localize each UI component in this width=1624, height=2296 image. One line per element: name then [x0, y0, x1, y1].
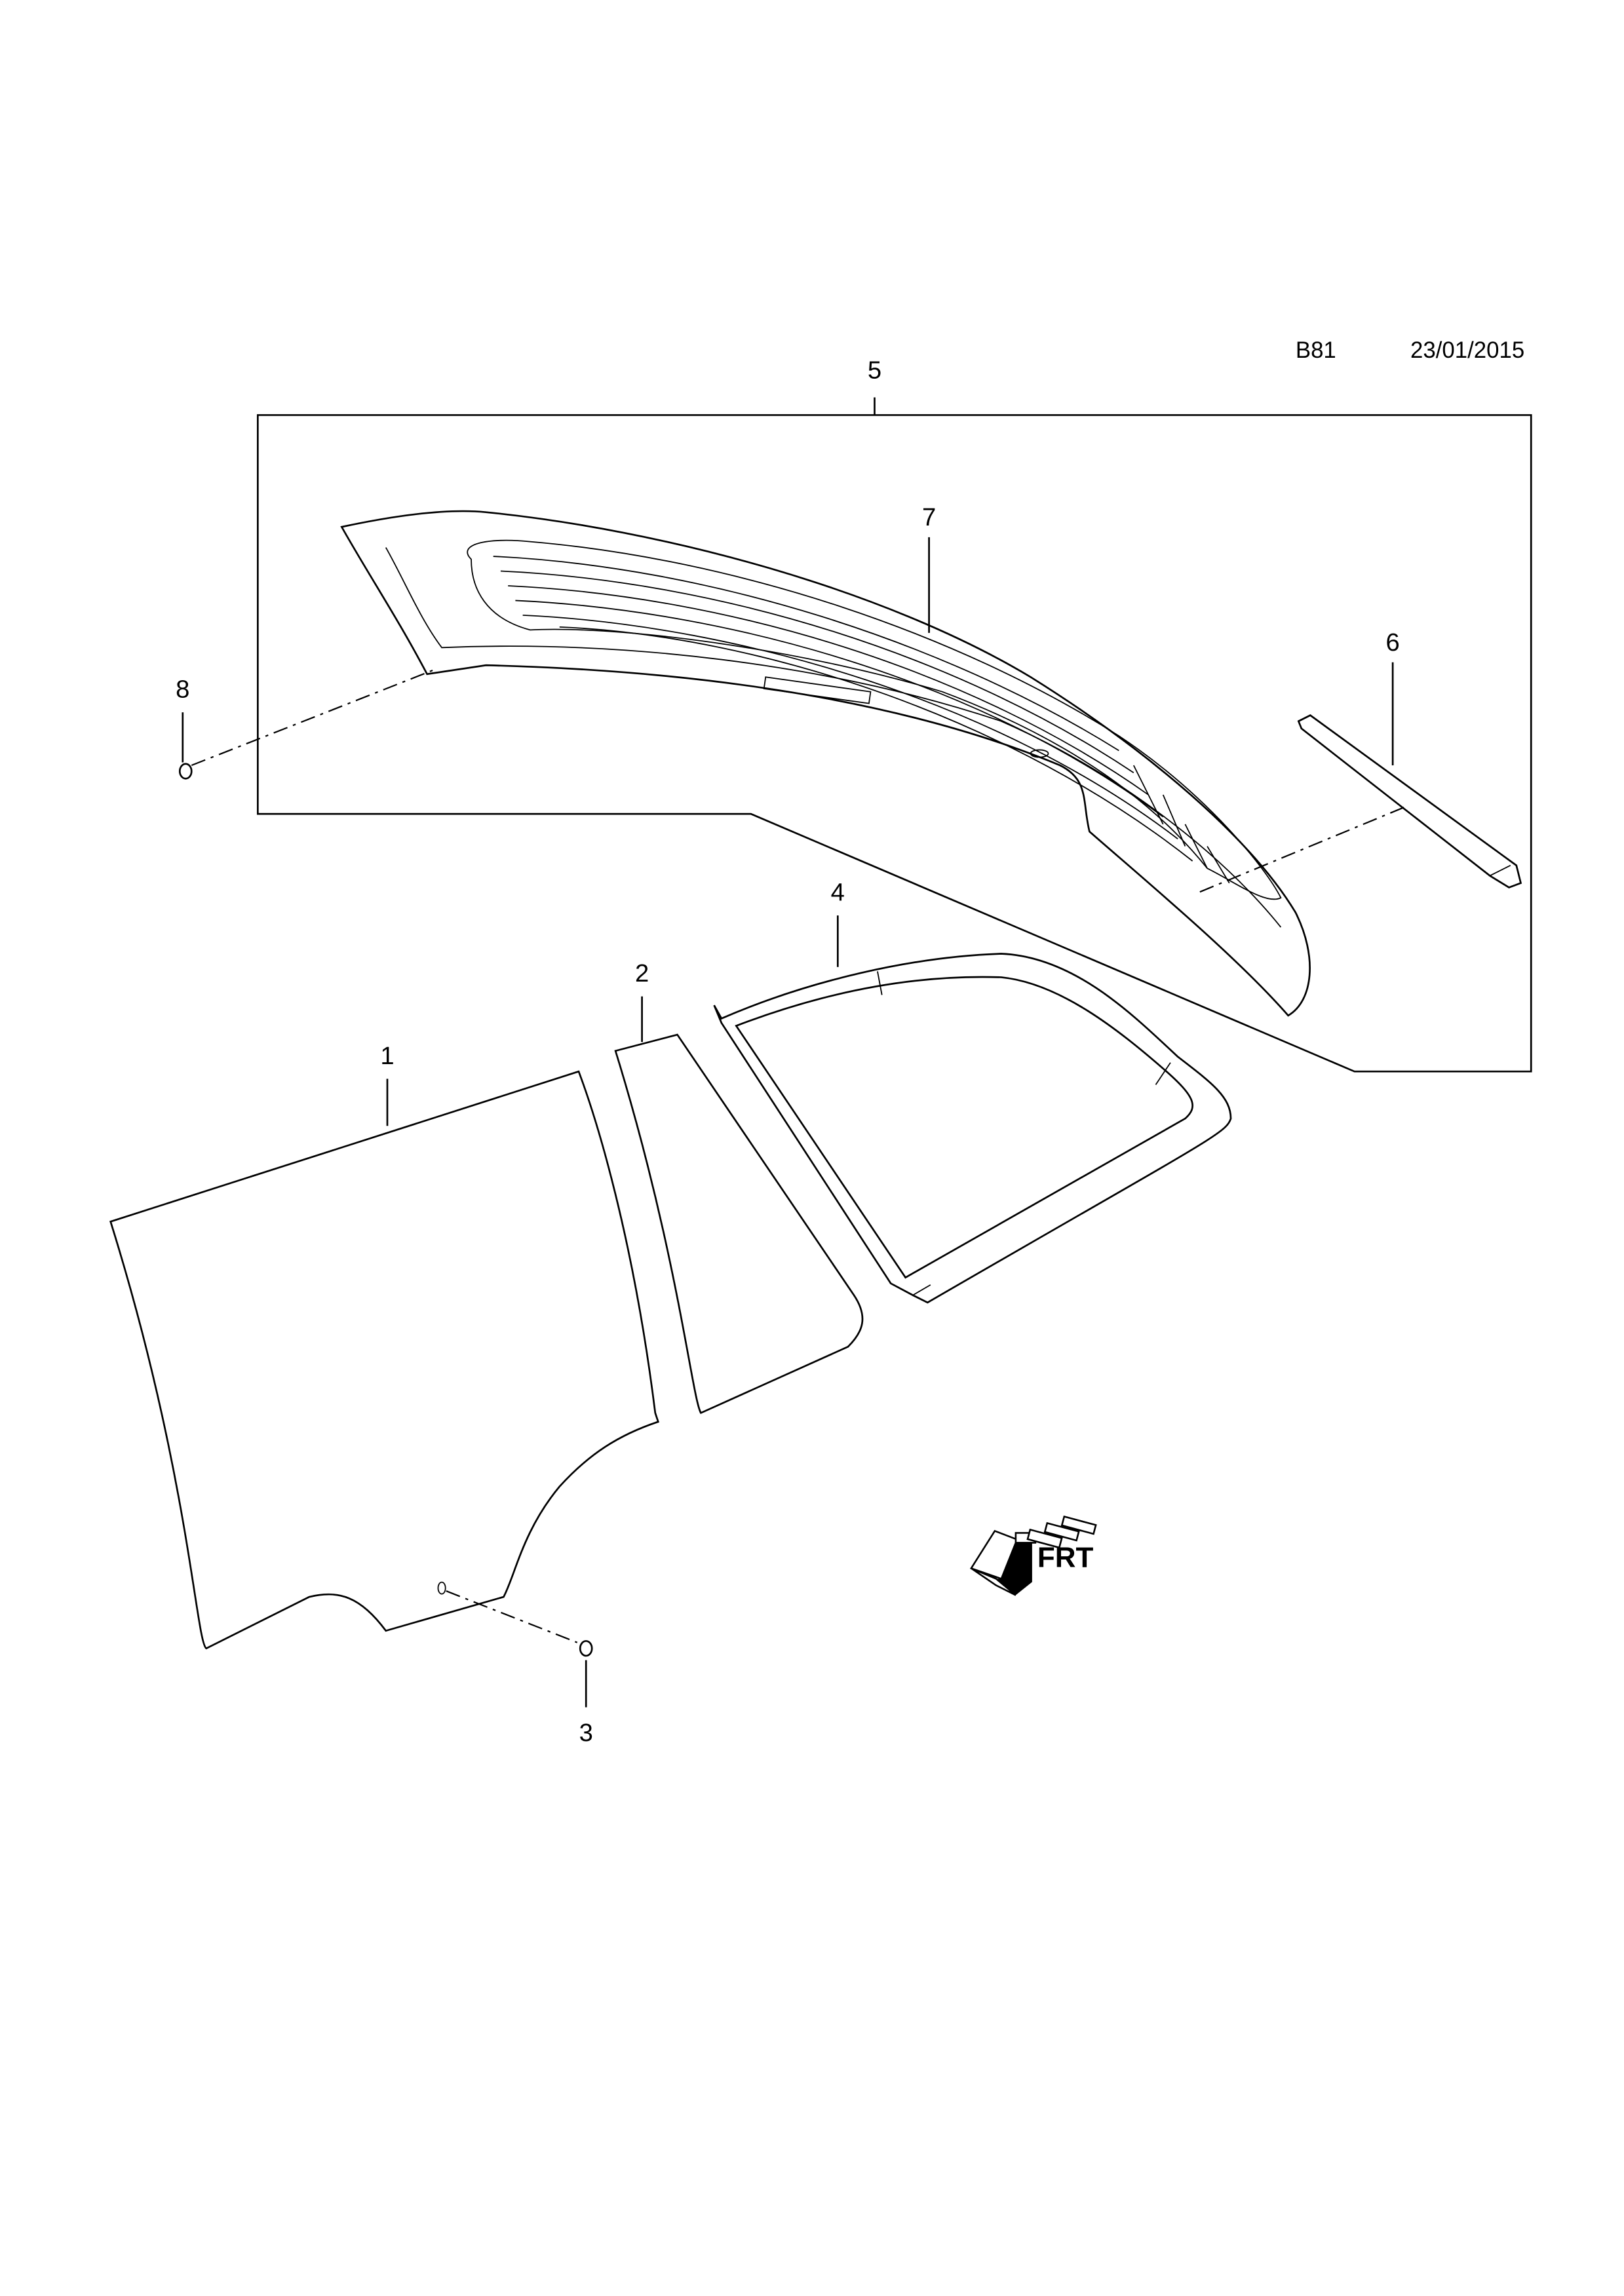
callout-1: 1 [380, 1042, 394, 1070]
frt-text: FRT [1037, 1541, 1094, 1573]
callout-6: 6 [1385, 628, 1399, 657]
front-direction-arrow-icon: FRT [969, 1515, 1097, 1596]
callout-8: 8 [176, 676, 189, 704]
assembly-5-group: 5 [256, 356, 1532, 1073]
callout-2: 2 [635, 959, 649, 987]
callout-4: 4 [831, 879, 845, 907]
window-seal-4: 4 [713, 879, 1232, 1304]
callout-7: 7 [922, 503, 936, 531]
quarter-glass-2: 2 [614, 959, 864, 1415]
assembly-box [256, 414, 1532, 1073]
callout-5: 5 [868, 356, 881, 384]
fastener-3: 3 [437, 1581, 593, 1747]
door-glass-1: 1 [109, 1042, 659, 1650]
diagram-code: B81 [1296, 337, 1336, 363]
rear-window-7: 7 [340, 503, 1311, 1017]
fastener-8: 8 [176, 668, 435, 780]
callout-3: 3 [579, 1719, 593, 1747]
strip-6: 6 [1199, 628, 1522, 893]
diagram-date: 23/01/2015 [1410, 337, 1524, 363]
